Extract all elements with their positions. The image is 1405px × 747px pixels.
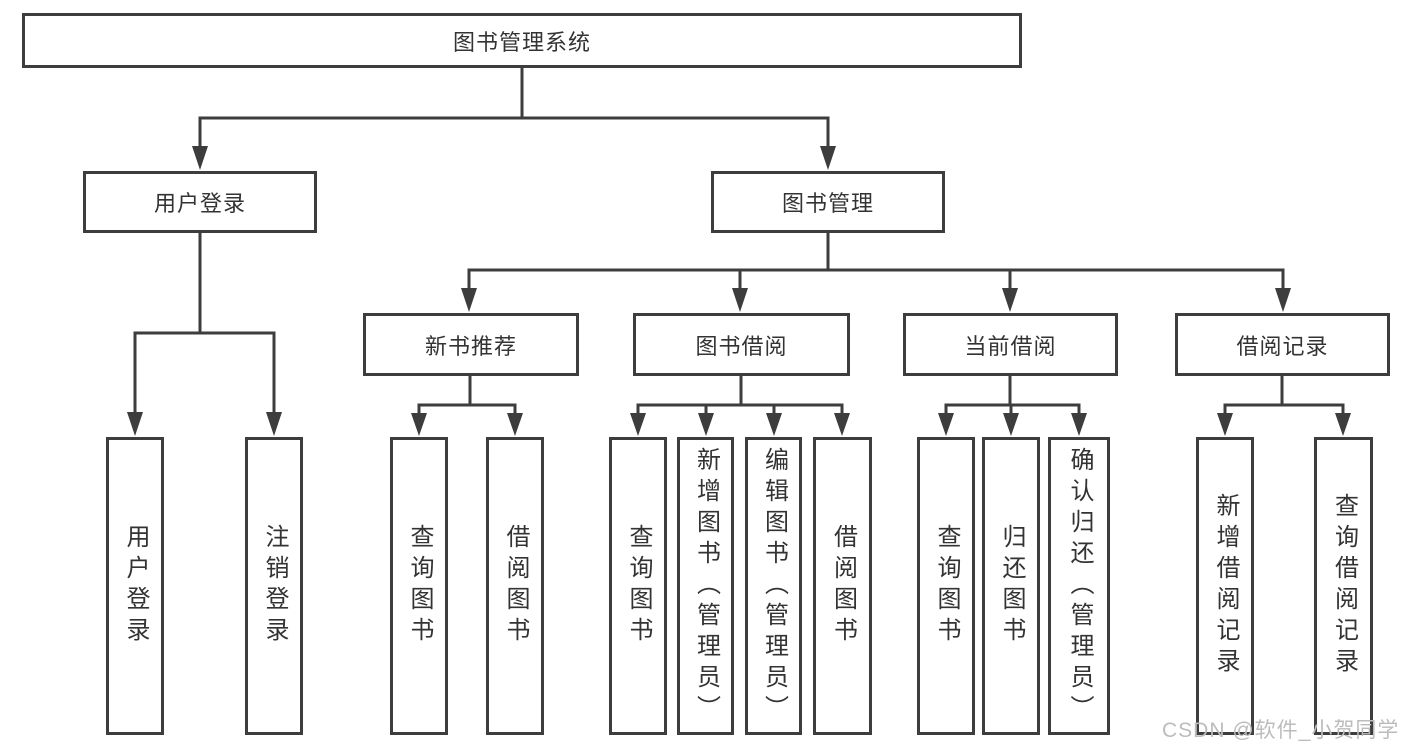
leaf-nb-query-books: 查询图书 xyxy=(390,437,448,735)
node-current-borrowing-label: 当前借阅 xyxy=(964,333,1057,359)
node-root: 图书管理系统 xyxy=(22,13,1022,68)
leaf-cb-query-books-label: 查询图书 xyxy=(933,524,960,648)
leaf-logout: 注销登录 xyxy=(245,437,303,735)
node-root-label: 图书管理系统 xyxy=(452,29,591,55)
leaf-bb-query-books: 查询图书 xyxy=(609,437,667,735)
leaf-cb-query-books: 查询图书 xyxy=(917,437,975,735)
leaf-nb-borrow-books-label: 借阅图书 xyxy=(502,524,529,648)
leaf-bb-add-books-label: 新增图书（管理员） xyxy=(692,446,720,726)
connectors-new-book-recommend-children xyxy=(411,376,523,436)
leaf-user-login-label: 用户登录 xyxy=(122,524,149,648)
node-book-management: 图书管理 xyxy=(711,171,945,233)
node-new-book-recommend: 新书推荐 xyxy=(363,313,579,376)
leaf-logout-label: 注销登录 xyxy=(261,524,288,648)
leaf-br-query-record-label: 查询借阅记录 xyxy=(1330,493,1358,679)
leaf-bb-borrow-books: 借阅图书 xyxy=(813,437,872,735)
node-current-borrowing: 当前借阅 xyxy=(903,313,1118,376)
node-new-book-recommend-label: 新书推荐 xyxy=(424,333,517,359)
leaf-bb-query-books-label: 查询图书 xyxy=(625,524,652,648)
node-borrowing-records: 借阅记录 xyxy=(1175,313,1390,376)
leaf-cb-return-books-label: 归还图书 xyxy=(998,524,1025,648)
leaf-nb-query-books-label: 查询图书 xyxy=(406,524,433,648)
connectors-book-borrowing-children xyxy=(630,376,850,436)
node-user-login-label: 用户登录 xyxy=(153,191,246,216)
connectors-current-borrowing-children xyxy=(938,376,1087,436)
connectors-user-login-children xyxy=(127,233,282,436)
leaf-br-query-record: 查询借阅记录 xyxy=(1314,437,1373,735)
leaf-bb-add-books: 新增图书（管理员） xyxy=(677,437,734,735)
node-book-management-label: 图书管理 xyxy=(781,191,874,216)
leaf-bb-borrow-books-label: 借阅图书 xyxy=(829,524,857,648)
leaf-cb-confirm-return: 确认归还（管理员） xyxy=(1048,437,1110,735)
leaf-nb-borrow-books: 借阅图书 xyxy=(486,437,544,735)
leaf-cb-confirm-return-label: 确认归还（管理员） xyxy=(1066,446,1093,726)
leaf-bb-edit-books-label: 编辑图书（管理员） xyxy=(760,446,788,726)
node-user-login: 用户登录 xyxy=(83,171,317,233)
connectors-borrowing-records-children xyxy=(1217,376,1351,436)
node-book-borrowing-label: 图书借阅 xyxy=(695,333,788,359)
leaf-bb-edit-books: 编辑图书（管理员） xyxy=(745,437,802,735)
leaf-cb-return-books: 归还图书 xyxy=(982,437,1040,735)
node-book-borrowing: 图书借阅 xyxy=(633,313,850,376)
node-borrowing-records-label: 借阅记录 xyxy=(1236,333,1329,359)
leaf-user-login: 用户登录 xyxy=(106,437,164,735)
leaf-br-add-record-label: 新增借阅记录 xyxy=(1212,493,1239,679)
connectors-root-to-level2 xyxy=(192,68,836,170)
csdn-watermark: CSDN @软件_小贺同学 xyxy=(1162,719,1400,742)
connectors-book-management-children xyxy=(461,233,1291,312)
leaf-br-add-record: 新增借阅记录 xyxy=(1196,437,1254,735)
